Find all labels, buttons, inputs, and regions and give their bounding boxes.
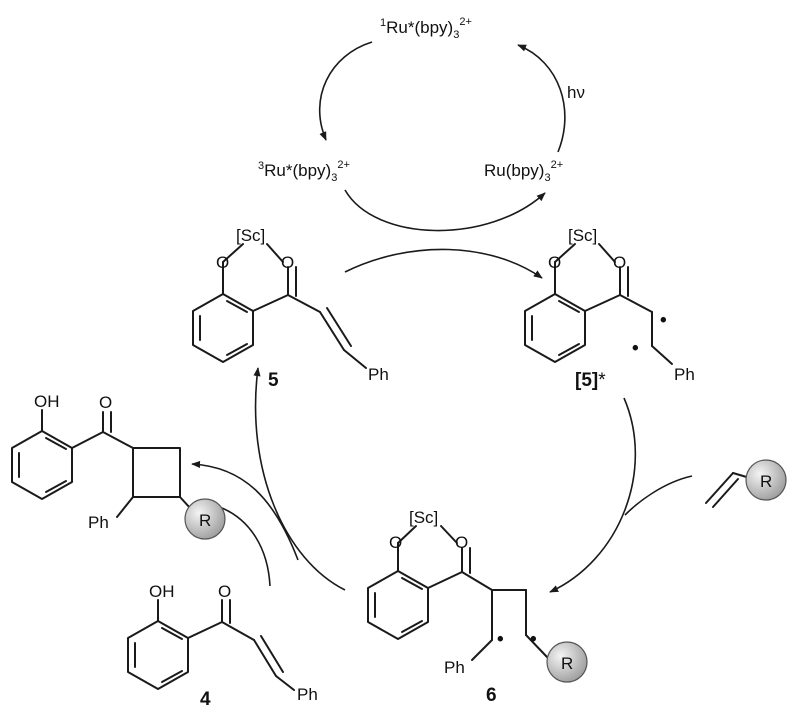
compound-6: O O [Sc] • • Ph R 6 [367, 508, 588, 706]
c4-carbonyl-oxygen: O [218, 582, 231, 601]
alkene-r: R [760, 472, 772, 491]
arrow-6-to-5 [253, 367, 346, 591]
triplet-ru-label: 3Ru*(bpy)32+ [258, 159, 350, 184]
arrow-5-to-5star [344, 248, 543, 279]
light-hv-label: hν [567, 83, 585, 102]
cyclobutane-product: OH O Ph R [11, 392, 226, 540]
c5-carbonyl-oxygen: O [281, 253, 294, 272]
c5star-scandium: [Sc] [568, 226, 597, 245]
c6-phenyl: Ph [444, 658, 465, 677]
c4-label: 4 [200, 689, 211, 710]
arrow-singlet-to-triplet [318, 41, 373, 141]
c5star-ring-oxygen: O [548, 253, 561, 272]
c6-radical-1: • [497, 629, 504, 650]
c5star-radical-1: • [660, 310, 667, 331]
arrow-triplet-to-ground [344, 189, 546, 232]
c4-hydroxyl: OH [149, 582, 175, 601]
arrow-to-product [191, 460, 299, 561]
compound-5: O O [Sc] Ph 5 [192, 226, 389, 391]
c5star-carbonyl-oxygen: O [613, 253, 626, 272]
c6-ring-oxygen: O [389, 533, 402, 552]
arrow-ground-to-singlet [517, 44, 566, 153]
compound-5-star: O O [Sc] • • Ph [5]* [524, 226, 695, 391]
c5star-phenyl: Ph [674, 365, 695, 384]
c6-label: 6 [486, 685, 497, 706]
alkene-reagent: R [705, 459, 787, 508]
compound-4: OH O Ph 4 [127, 582, 318, 710]
c5star-label: [5]* [575, 370, 606, 391]
c6-scandium: [Sc] [409, 508, 438, 527]
c6-r: R [561, 654, 573, 673]
product-hydroxyl: OH [34, 392, 60, 411]
c5-label: 5 [268, 370, 279, 391]
ground-ru-label: Ru(bpy)32+ [484, 159, 563, 184]
singlet-ru-label: 1Ru*(bpy)32+ [380, 16, 472, 41]
product-r: R [199, 511, 211, 530]
c5star-radical-2: • [632, 338, 639, 359]
c5-phenyl: Ph [368, 365, 389, 384]
arrow-5star-to-6 [549, 397, 637, 593]
c4-phenyl: Ph [297, 685, 318, 704]
c6-radical-2: • [530, 629, 537, 650]
arrow-alkene-add [624, 475, 693, 516]
c5-ring-oxygen: O [216, 253, 229, 272]
c6-carbonyl-oxygen: O [455, 533, 468, 552]
product-carbonyl-oxygen: O [99, 393, 112, 412]
product-phenyl: Ph [88, 513, 109, 532]
c5-scandium: [Sc] [236, 226, 265, 245]
arrow-4-enter [221, 507, 271, 587]
